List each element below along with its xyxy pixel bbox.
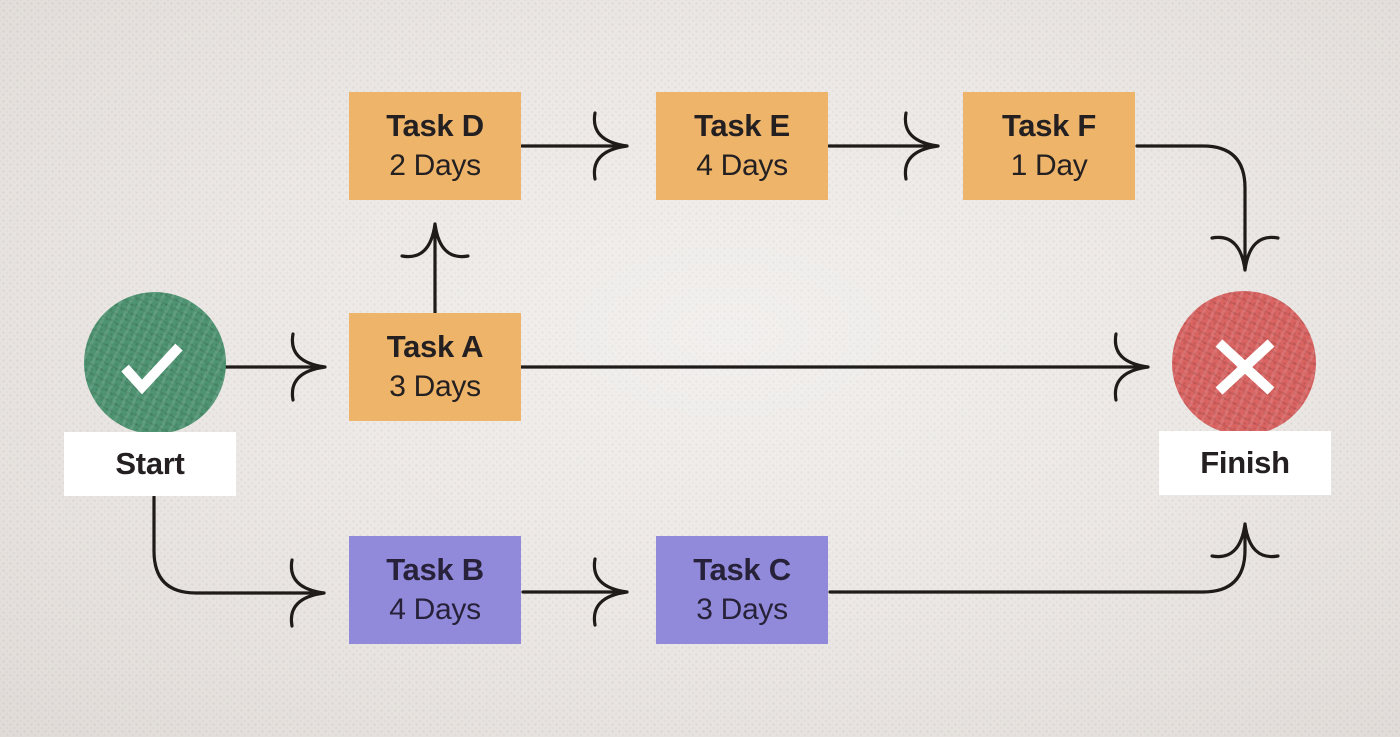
task-duration: 4 Days [389,593,481,626]
task-node-a: Task A 3 Days [349,313,521,421]
edge-task-d-to-task-e [520,111,629,181]
finish-label: Finish [1159,431,1331,495]
task-name: Task B [386,552,484,587]
task-node-c: Task C 3 Days [656,536,828,644]
edge-task-a-to-task-d [400,222,470,315]
task-node-d: Task D 2 Days [349,92,521,200]
task-name: Task D [386,108,484,143]
edge-task-a-to-finish [519,332,1150,402]
task-duration: 4 Days [696,149,788,182]
task-node-e: Task E 4 Days [656,92,828,200]
start-label: Start [64,432,236,496]
checkmark-icon [121,343,183,395]
task-node-b: Task B 4 Days [349,536,521,644]
task-name: Task A [386,329,484,364]
edge-start-to-task-b [152,495,326,628]
edge-task-f-to-finish [1135,144,1280,272]
task-duration: 3 Days [389,370,481,403]
task-name: Task E [694,108,790,143]
task-duration: 1 Day [1010,149,1088,182]
task-name: Task C [693,552,791,587]
edge-start-to-task-a [224,332,327,402]
edge-task-e-to-task-f [827,111,940,181]
finish-node-circle [1172,291,1316,435]
task-node-f: Task F 1 Day [963,92,1135,200]
edge-task-b-to-task-c [521,557,629,627]
cross-icon [1215,339,1275,395]
task-duration: 2 Days [389,149,481,182]
edge-task-c-to-finish [828,522,1280,594]
task-name: Task F [1001,108,1097,143]
task-duration: 3 Days [696,593,788,626]
start-node-circle [84,292,226,434]
